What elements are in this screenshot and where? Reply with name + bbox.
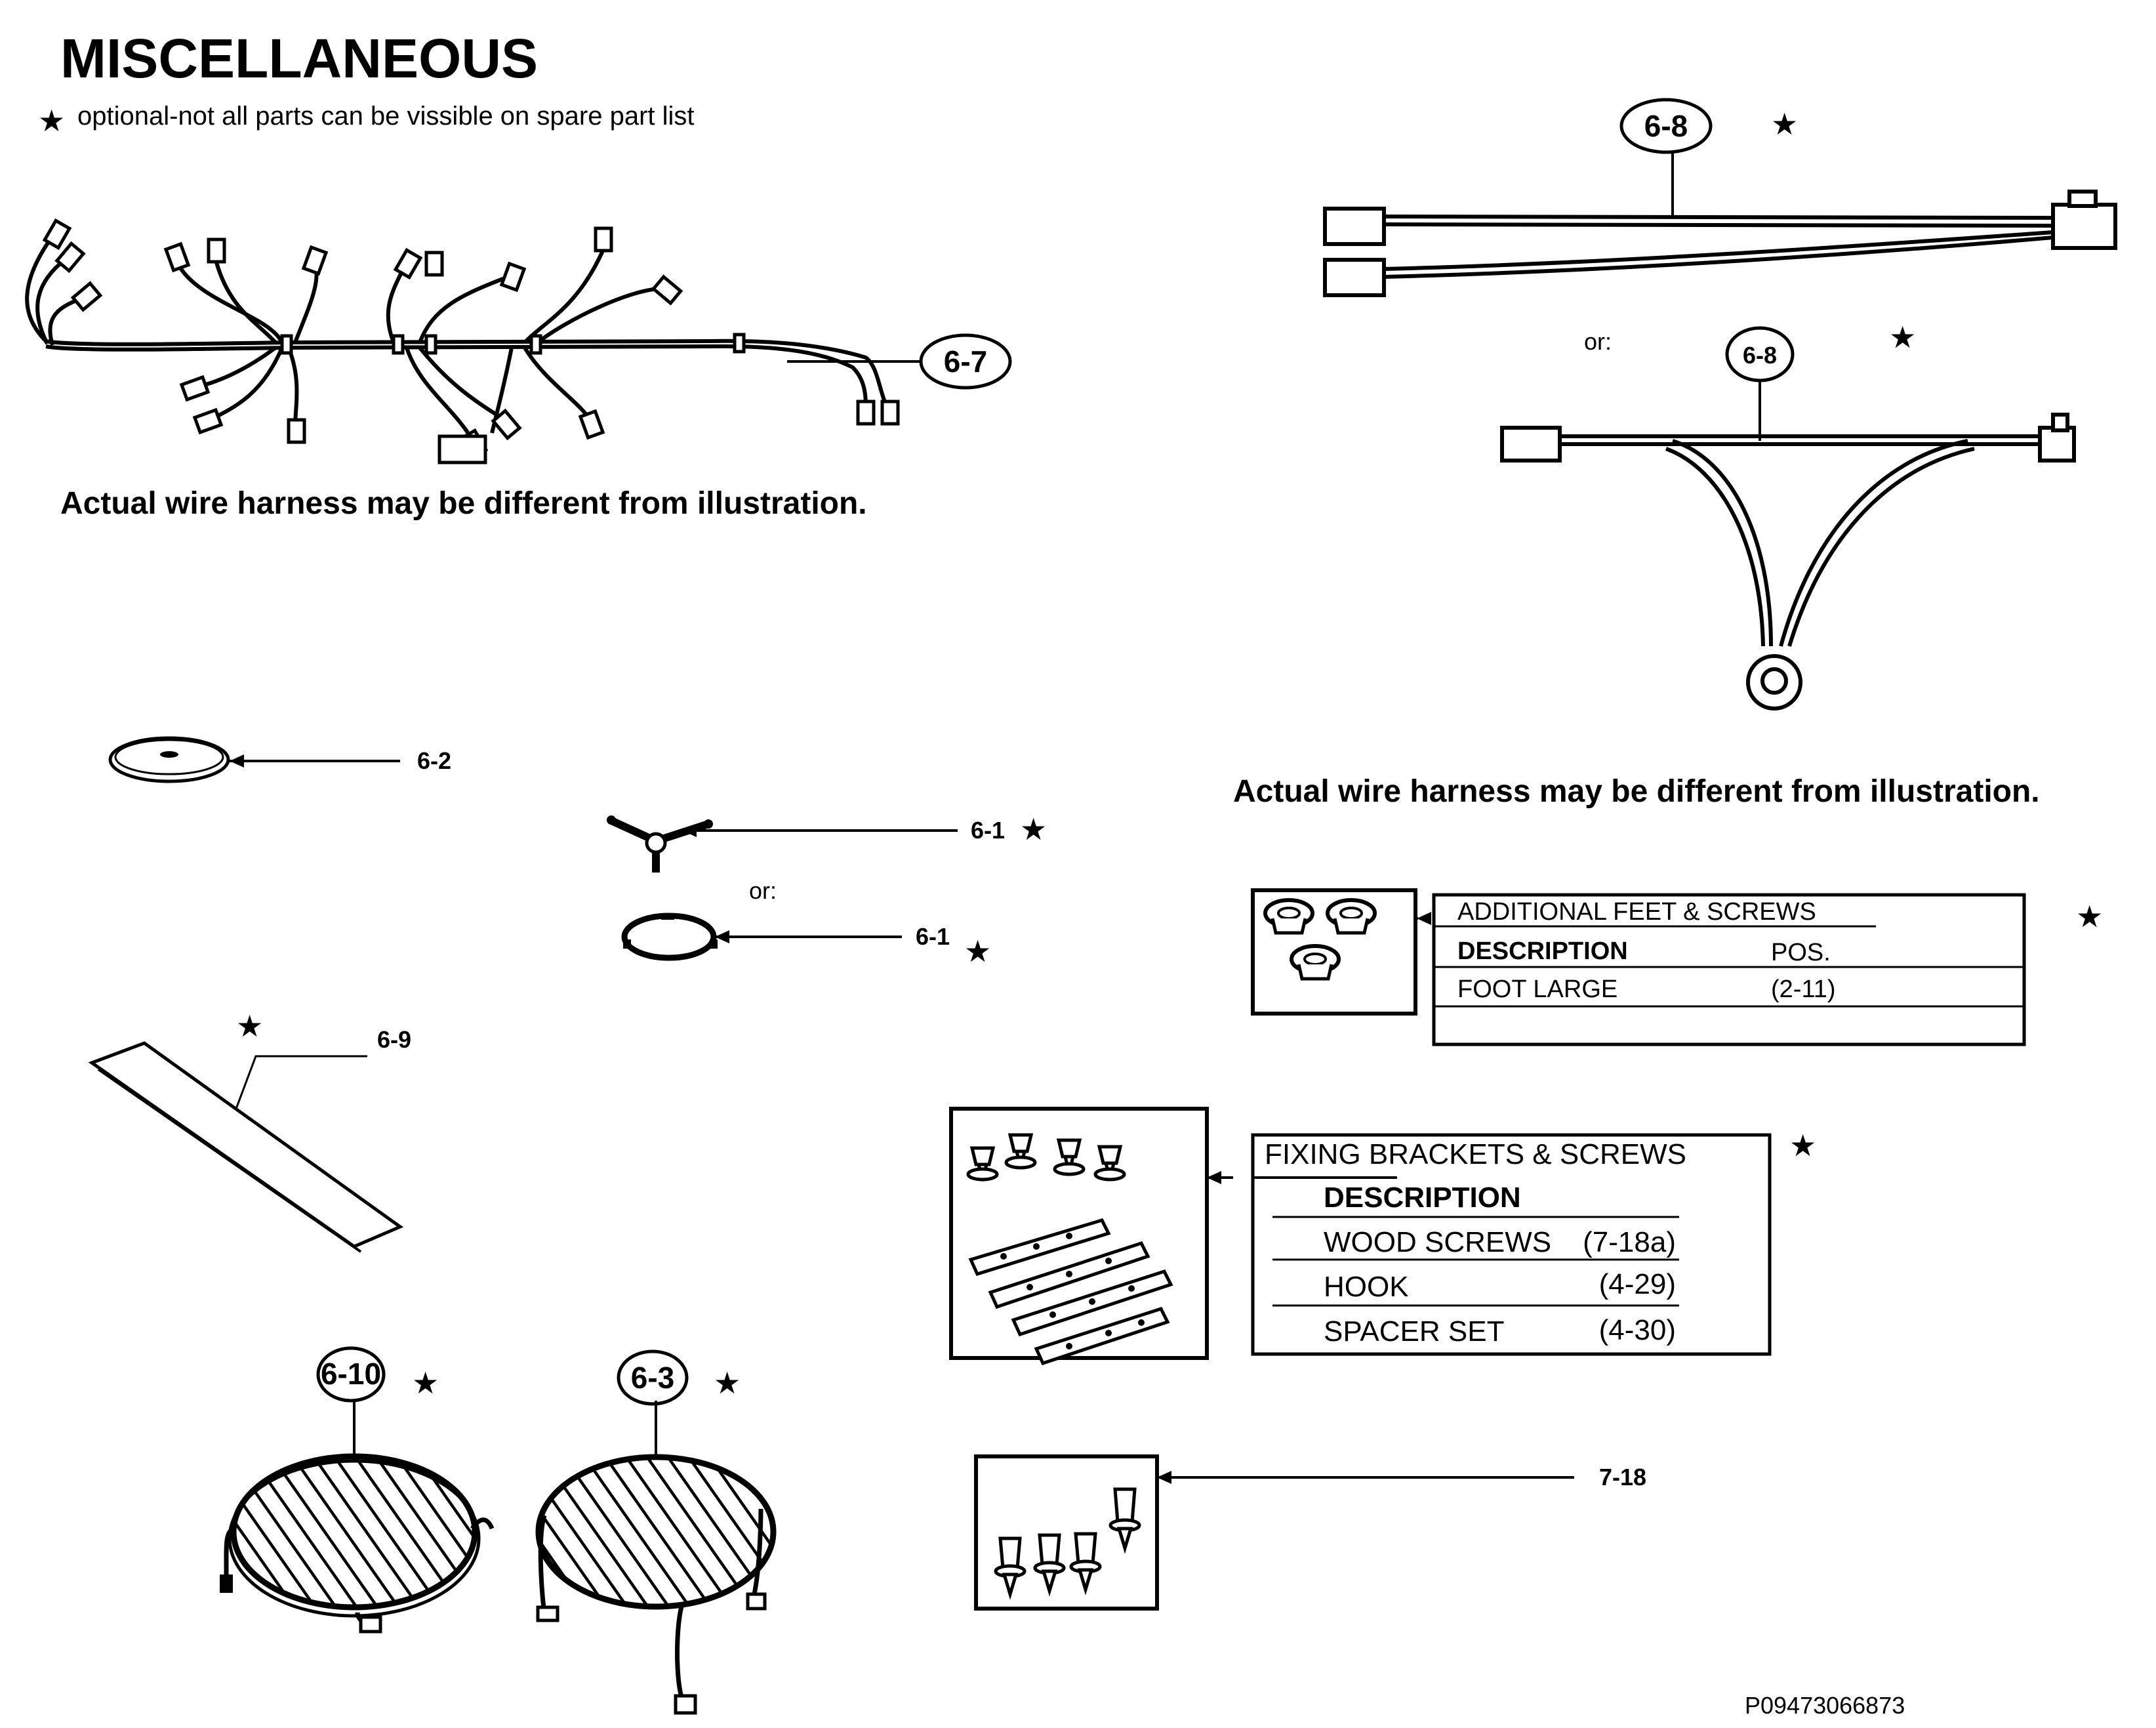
or-label-6-1: or: [749, 877, 777, 904]
label-6-9: 6-9 [377, 1026, 411, 1053]
star-brackets-table: ★ [1789, 1128, 1816, 1162]
feet-table-title: ADDITIONAL FEET & SCREWS [1457, 898, 1816, 926]
feet-table: ADDITIONAL FEET & SCREWS DESCRIPTION POS… [1432, 893, 2026, 1046]
harness-connectors [42, 218, 900, 464]
label-6-8-b: 6-8 [1743, 342, 1777, 369]
star-6-1-b: ★ [964, 934, 991, 968]
feet-illustration [1251, 888, 1431, 1016]
harness-caption-right: Actual wire harness may be different fro… [1233, 774, 2040, 809]
glass-turntable-plate: 6-2 [108, 736, 451, 783]
star-6-10: ★ [412, 1366, 439, 1400]
grill-rack-high: 6-3 ★ [535, 1349, 777, 1715]
brackets-illustration [949, 1107, 1233, 1366]
brackets-row-1-pos: (7-18a) [1583, 1226, 1676, 1258]
document-code: P09473066873 [1745, 1692, 1905, 1719]
adhesive-strip: ★ 6-9 [88, 1009, 411, 1253]
harness-caption-left: Actual wire harness may be different fro… [60, 486, 867, 521]
callout-6-8-a: 6-8 ★ [1619, 98, 1798, 218]
star-6-3: ★ [714, 1366, 741, 1400]
brackets-table-title: FIXING BRACKETS & SCREWS [1265, 1138, 1686, 1170]
label-6-8-a: 6-8 [1644, 109, 1688, 143]
brackets-row-1-description: WOOD SCREWS [1324, 1226, 1551, 1258]
wire-harness-6-8-a [1323, 190, 2117, 297]
callout-6-8-b: 6-8 ★ [1725, 320, 1916, 441]
brackets-row-3-pos: (4-30) [1599, 1314, 1676, 1346]
optional-star-icon: ★ [38, 104, 65, 138]
brackets-row-2-description: HOOK [1324, 1271, 1409, 1303]
brackets-row-3-description: SPACER SET [1324, 1315, 1504, 1347]
star-6-1-a: ★ [1020, 812, 1047, 846]
wire-harness-6-8-b [1500, 413, 2076, 710]
brackets-table: FIXING BRACKETS & SCREWS DESCRIPTION WOO… [1251, 1133, 1772, 1356]
label-6-2: 6-2 [417, 747, 451, 774]
main-wire-harness [25, 235, 891, 441]
star-feet-table: ★ [2076, 899, 2103, 934]
brackets-table-col-description: DESCRIPTION [1324, 1182, 1521, 1214]
label-7-18: 7-18 [1599, 1464, 1646, 1491]
wood-screws-illustration: 7-18 [974, 1454, 1646, 1611]
label-6-1-a: 6-1 [971, 817, 1005, 844]
feet-table-row-pos: (2-11) [1771, 976, 1836, 1003]
star-6-8-a: ★ [1771, 107, 1798, 141]
label-6-3: 6-3 [631, 1361, 674, 1395]
feet-table-col-pos: POS. [1771, 939, 1831, 966]
roller-ring: 6-1 ★ [621, 913, 991, 968]
turntable-coupler: 6-1 ★ [607, 812, 1047, 873]
star-6-8-b: ★ [1889, 320, 1916, 354]
page-title: MISCELLANEOUS [60, 28, 538, 89]
or-label-6-8: or: [1584, 328, 1612, 355]
brackets-row-2-pos: (4-29) [1599, 1268, 1676, 1300]
label-6-1-b: 6-1 [916, 923, 950, 950]
feet-table-col-description: DESCRIPTION [1457, 937, 1628, 965]
label-6-10: 6-10 [321, 1357, 381, 1391]
star-6-9: ★ [236, 1009, 263, 1043]
grill-rack-low: 6-10 ★ [220, 1346, 495, 1634]
optional-note: optional-not all parts can be vissible o… [77, 102, 695, 131]
label-6-7: 6-7 [944, 344, 987, 379]
feet-table-row-description: FOOT LARGE [1457, 976, 1617, 1003]
callout-6-7: 6-7 [787, 333, 1012, 390]
